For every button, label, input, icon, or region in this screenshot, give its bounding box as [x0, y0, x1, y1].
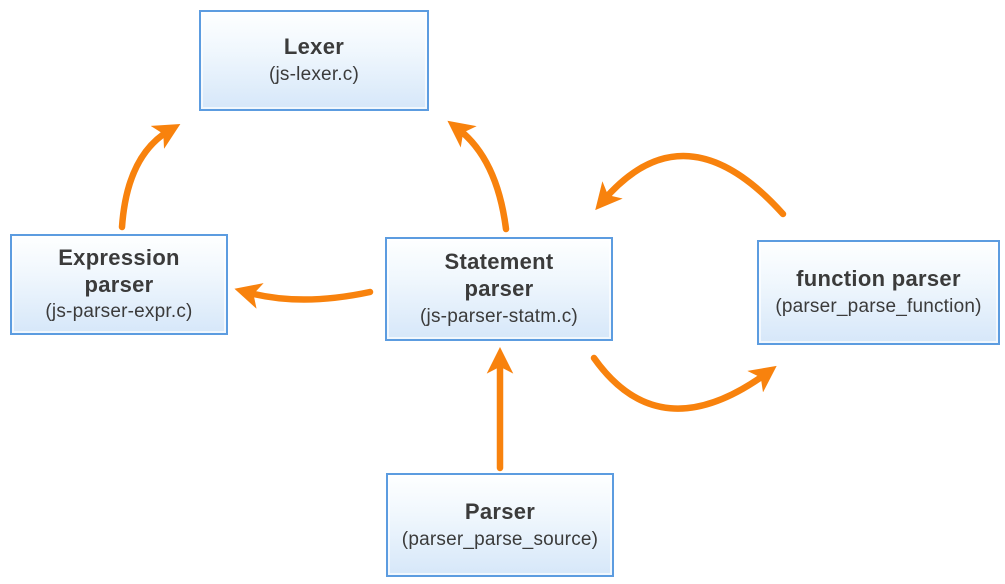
- node-statement-parser-title: Statement parser: [444, 249, 554, 302]
- node-lexer: Lexer (js-lexer.c): [199, 10, 429, 111]
- arrow-statement-parser-to-function-parser: [590, 354, 777, 412]
- node-lexer-subtitle: (js-lexer.c): [268, 64, 359, 86]
- node-parser-title: Parser: [464, 498, 536, 524]
- node-function-parser-subtitle: (parser_parse_function): [775, 296, 982, 318]
- arrow-statement-parser-to-expression-parser: [234, 283, 374, 309]
- node-function-parser: function parser (parser_parse_function): [757, 240, 1000, 345]
- node-expression-parser: Expression parser (js-parser-expr.c): [10, 234, 228, 335]
- node-lexer-title: Lexer: [283, 34, 345, 60]
- node-expression-parser-subtitle: (js-parser-expr.c): [45, 301, 193, 323]
- node-parser-subtitle: (parser_parse_source): [401, 528, 599, 550]
- node-expression-parser-title: Expression parser: [58, 244, 180, 297]
- node-function-parser-title: function parser: [796, 266, 961, 292]
- node-statement-parser-subtitle: (js-parser-statm.c): [420, 305, 578, 327]
- arrow-statement-parser-to-lexer: [447, 120, 510, 233]
- arrow-expression-parser-to-lexer: [118, 123, 181, 231]
- node-parser: Parser (parser_parse_source): [386, 473, 614, 577]
- arrow-function-parser-to-statement-parser: [595, 152, 787, 218]
- node-statement-parser: Statement parser (js-parser-statm.c): [385, 237, 613, 341]
